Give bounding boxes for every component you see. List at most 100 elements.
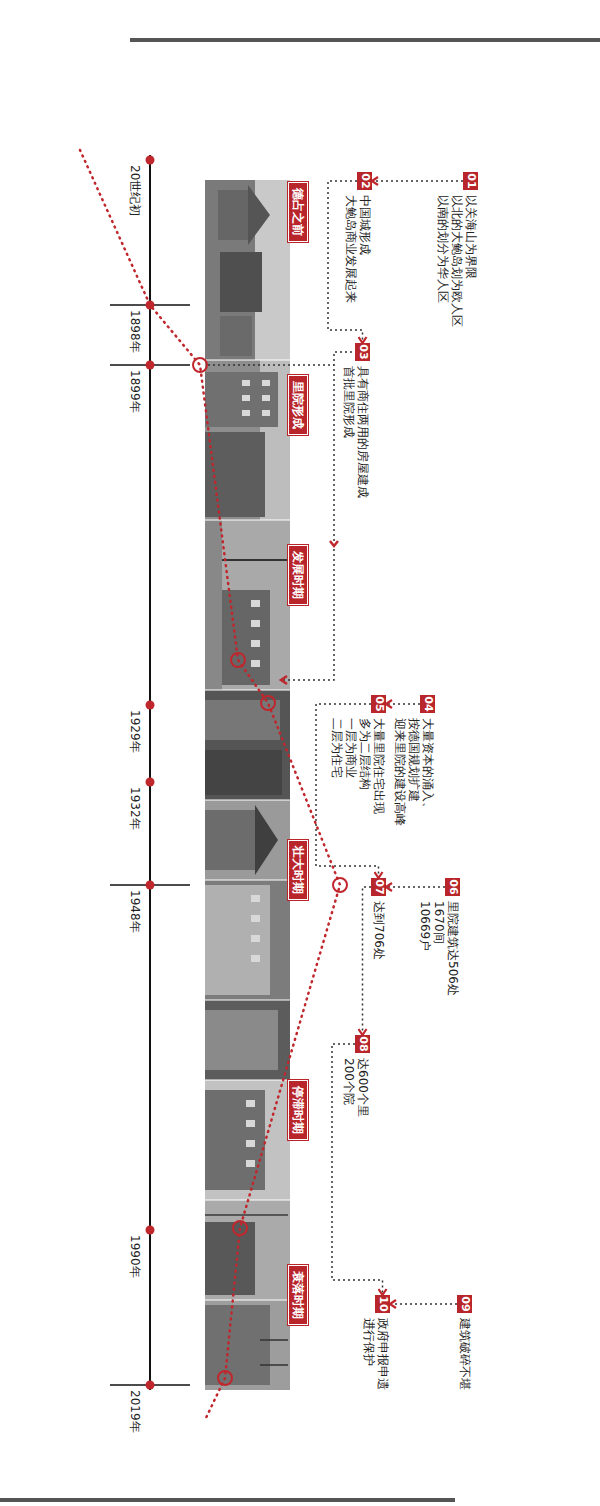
window [251, 915, 260, 922]
window [246, 1120, 255, 1127]
roof [255, 805, 278, 875]
axis-line [149, 155, 151, 1390]
building [205, 1010, 278, 1070]
photo-panel [205, 880, 290, 1000]
callout-number: 01 [463, 172, 478, 190]
timeline-note: 10政府申报申遗 进行保护 [362, 1295, 390, 1390]
window [246, 1160, 255, 1167]
callout-number: 10 [375, 1295, 390, 1313]
callout-number: 03 [355, 343, 370, 361]
callout-number: 06 [445, 878, 460, 896]
window [262, 380, 270, 386]
date-label: 1929年 [128, 710, 142, 753]
time-axis [110, 155, 190, 1390]
dotted-connector [390, 1303, 457, 1305]
timeline-note: 07达到706处 [371, 878, 386, 960]
window [262, 410, 270, 416]
seam [205, 880, 290, 881]
timeline-note: 02 中国城形成 大鲍岛商业发展起来 [344, 172, 372, 303]
trend-curve [80, 150, 347, 1420]
period-label: 发展时期 [288, 545, 308, 605]
seam [205, 1080, 290, 1081]
trend-line [80, 150, 340, 1420]
period-label: 里院形成 [288, 375, 308, 435]
date-label: 1932年 [128, 787, 142, 830]
building [205, 1222, 255, 1295]
seam [205, 360, 290, 361]
building [205, 885, 270, 995]
windows [242, 380, 270, 1167]
period-name: 壮大时期 [290, 846, 306, 894]
building [205, 1305, 270, 1385]
leader-line [208, 364, 334, 366]
period-label: 壮大时期 [288, 840, 308, 900]
note-text: 大量资本的涌入、 按德国规划扩建 迎来里院的建设高峰 [393, 718, 435, 826]
callout-number: 02 [357, 172, 372, 190]
axis-dot [146, 701, 155, 710]
period-label: 德占之前 [288, 182, 308, 242]
window [251, 640, 260, 647]
photo-panel [205, 800, 290, 880]
window [251, 600, 260, 607]
timeline-note: 01 以关海山为界限 以北的大鲍岛划为欧人区 以南的划分为华人区 [436, 172, 478, 327]
trend-circle [231, 653, 245, 667]
chevron [281, 676, 287, 684]
period-name: 德占之前 [290, 188, 306, 236]
window [251, 895, 260, 902]
timeline-note: 09建筑破碎不堪 [457, 1295, 472, 1390]
trend-circles [193, 358, 347, 1385]
axis-dot [146, 361, 155, 370]
note-text: 中国城形成 大鲍岛商业发展起来 [344, 195, 372, 303]
seam [205, 520, 290, 521]
seam [205, 1300, 290, 1301]
timeline-note: 05大量里院住宅出现 多为二层结构 一层为商业 二层为住宅 [330, 695, 386, 814]
axis-dot [146, 1226, 155, 1235]
photo-strip [205, 180, 290, 1390]
period-name: 停滞时期 [290, 1086, 306, 1134]
window [251, 620, 260, 627]
window [242, 410, 250, 416]
period-name: 衰落时期 [290, 1271, 306, 1319]
building [205, 1090, 265, 1190]
window [246, 1140, 255, 1147]
timeline-note: 04大量资本的涌入、 按德国规划扩建 迎来里院的建设高峰 [393, 695, 435, 826]
date-label: 2019年 [128, 1390, 142, 1433]
callout-number: 08 [355, 1035, 370, 1053]
axis-dots [146, 156, 155, 1390]
callout-number: 05 [371, 695, 386, 713]
trend-circle [233, 1221, 247, 1235]
date-label: 1948年 [128, 890, 142, 933]
note-text: 具有商住两用的房屋建成 首批里院形成 [342, 366, 370, 498]
date-label: 1899年 [128, 370, 142, 413]
note-text: 以关海山为界限 以北的大鲍岛划为欧人区 以南的划分为华人区 [436, 195, 478, 327]
bottom-rule [0, 1498, 455, 1502]
axis-dot [146, 881, 155, 890]
photo-panel [205, 690, 290, 800]
callout-number: 07 [371, 878, 386, 896]
note-text: 建筑破碎不堪 [458, 1318, 472, 1390]
photo-panel [205, 1300, 290, 1390]
period-name: 发展时期 [290, 551, 306, 599]
axis-dot [146, 156, 155, 165]
building [205, 432, 265, 517]
timeline-note: 06 里院建筑达506处 1670间 10669户 [418, 878, 460, 996]
dotted-connector [386, 703, 420, 705]
photo-panel [205, 520, 290, 690]
axis-dot [146, 778, 155, 787]
window [251, 660, 260, 667]
window [251, 955, 260, 962]
timeline-note: 03 具有商住两用的房屋建成 首批里院形成 [342, 343, 370, 498]
seam [205, 1000, 290, 1001]
mast [260, 1364, 288, 1366]
trend-circle [218, 1371, 232, 1385]
dotted-connector [332, 1044, 383, 1295]
note-text: 里院建筑达506处 1670间 10669户 [418, 901, 460, 996]
top-rule [130, 38, 600, 42]
leader-line [282, 352, 352, 680]
window [251, 935, 260, 942]
roof [248, 185, 270, 245]
dotted-connector [372, 180, 463, 182]
building [205, 372, 278, 427]
